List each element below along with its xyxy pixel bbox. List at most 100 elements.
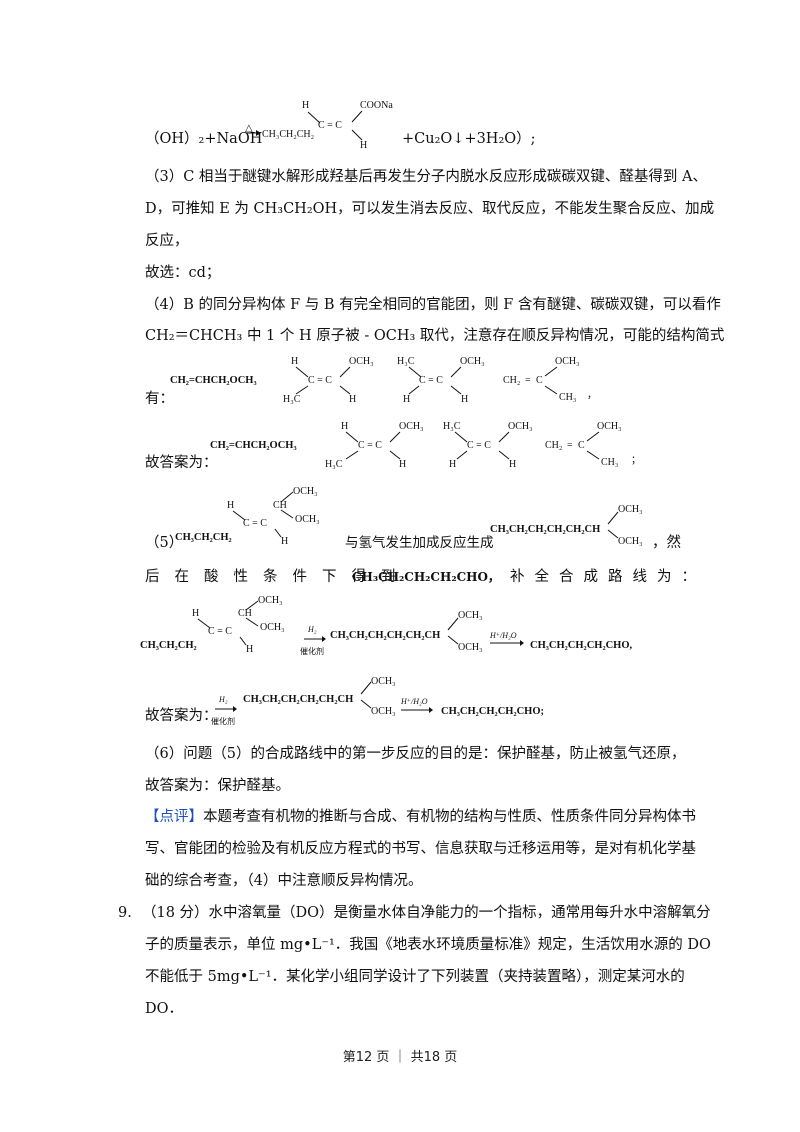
route-och3-a: OCH₃ [258, 595, 283, 606]
p5-ran: ，然 [652, 535, 681, 551]
comment-line2: 写、官能团的检验及有机反应方程式的书写、信息获取与迁移运用等，是对有机化学基 [145, 841, 696, 857]
p4-a-s3-och3: OCH₃ [508, 421, 533, 432]
p4-s2-ceqc: C = C [308, 375, 332, 386]
comment-line1: 【点评】本题考查有机物的推断与合成、有机物的结构与性质、性质条件同分异构体书 [145, 806, 696, 828]
p4-s1: CH₂=CHCH₂OCH₃ [170, 375, 257, 386]
route-ch: CH [238, 608, 252, 619]
p4-a-s2-h3c: H₃C [325, 459, 343, 470]
p4-s2-och3: OCH₃ [349, 356, 374, 367]
comment-text1: 本题考查有机物的推断与合成、有机物的结构与性质、性质条件同分异构体书 [203, 809, 696, 825]
p4-a-s3-h1: H [449, 459, 456, 470]
p4-s2-h: H [291, 356, 298, 367]
q9-num: 9. [118, 905, 132, 921]
eq2-h-top: H [302, 100, 309, 111]
p4-line2: CH₂＝CHCH₃ 中 1 个 H 原子被 - OCH₃ 取代，注意存在顺反异构… [145, 328, 725, 344]
p5-prod-och3-b: OCH₃ [618, 536, 643, 547]
p5-reactant: CH₃CH₂CH₂ H C = C CH OCH₃ OCH₃ H [175, 486, 320, 547]
p4-s4-ch3: CH₃ [559, 392, 576, 403]
p4-s4-ch2: CH₂ [503, 375, 520, 386]
p4-s3-h2: H [461, 394, 468, 405]
p4-s3-h1: H [403, 394, 410, 405]
p4-s3-ceqc: C = C [419, 375, 443, 386]
p5-answer: 故答案为： [145, 708, 218, 724]
p5-num: （5） [145, 535, 184, 551]
p5-product: CH₃CH₂CH₂CH₂CH₂CH OCH₃ OCH₃ [490, 504, 643, 547]
eq2-coona: COONa [360, 100, 393, 111]
p5-answer-route: H₂ 催化剂 CH₃CH₂CH₂CH₂CH₂CH OCH₃ OCH₃ H⁺/H₂… [211, 676, 544, 726]
p5-mid: 与氢气发生加成反应生成 [345, 535, 494, 551]
route-h2: H [246, 644, 253, 655]
q9-line2: 子的质量表示，单位 mg•L⁻¹．我国《地表水环境质量标准》规定，生活饮用水源的… [145, 937, 711, 953]
p3-line3: 反应， [145, 233, 189, 249]
route-product: CH₃CH₂CH₂CH₂CH₂CH [330, 630, 440, 641]
ans-och3-a: OCH₃ [371, 676, 396, 687]
ans-acid: H⁺/H₂O [400, 697, 428, 706]
p4-a-s2-och3: OCH₃ [399, 421, 424, 432]
route-chain: CH₃CH₂CH₂ [140, 640, 197, 651]
p4-comma: ， [587, 390, 597, 401]
eq2-arrow-cond: △ [245, 123, 253, 134]
p4-s3-h3c: H₃C [397, 356, 415, 367]
q9-line4: DO． [145, 1001, 184, 1017]
ans-product: CH₃CH₂CH₂CH₂CH₂CH [243, 694, 353, 705]
p4-s3-och3: OCH₃ [460, 356, 485, 367]
p4-a-s4-ch2: CH₂ [545, 440, 562, 451]
p5-line2c: 补全合成路线为： [510, 569, 706, 585]
route-final: CH₃CH₂CH₂CH₂CHO, [530, 640, 633, 651]
p3-line4: 故选：cd； [145, 265, 221, 281]
p3-line1: （3）C 相当于醚键水解形成羟基后再发生分子内脱水反应形成碳碳双键、醛基得到 A… [145, 169, 708, 185]
q9-line3: 不能低于 5mg•L⁻¹．某化学小组同学设计了下列装置（夹持装置略），测定某河水… [145, 969, 685, 985]
svg-text:=: = [567, 440, 573, 451]
p5-product-text: CH₃CH₂CH₂CH₂CH₂CH [490, 524, 600, 535]
p5-line2b: CH₃CH₂CH₂CH₂CHO， [352, 570, 500, 584]
p5-ceqc: C = C [243, 518, 267, 529]
p5-prod-och3-a: OCH₃ [618, 504, 643, 515]
p4-a-s2-h: H [341, 421, 348, 432]
svg-text:=: = [525, 375, 531, 386]
p5-chain: CH₃CH₂CH₂ [175, 532, 232, 543]
p4-have: 有： [145, 391, 174, 407]
p4-a-s1: CH₂=CHCH₂OCH₃ [210, 440, 297, 451]
svg-text:C: C [578, 440, 585, 451]
p5-route: CH₃CH₂CH₂ H C = C CH OCH₃ OCH₃ H H₂ 催化剂 … [140, 595, 633, 656]
p4-s4-och3: OCH₃ [555, 356, 580, 367]
p4-line1: （4）B 的同分异构体 F 与 B 有完全相同的官能团，则 F 含有醚键、碳碳双… [145, 297, 721, 313]
p4-a-s3-ceqc: C = C [467, 440, 491, 451]
p5-line2a: 后在酸性条件下得到 [145, 569, 411, 585]
p5-h2: H [281, 536, 288, 547]
p4-semicolon: ； [631, 455, 641, 466]
svg-text:C: C [536, 375, 543, 386]
route-och3-b: OCH₃ [260, 622, 285, 633]
route-cat: 催化剂 [300, 646, 324, 656]
route-prod-och3-a: OCH₃ [458, 610, 483, 621]
p4-a-s3-h2: H [509, 459, 516, 470]
eq2-rhs: +Cu₂O↓+3H₂O）; [402, 131, 536, 147]
ans-och3-b: OCH₃ [371, 706, 396, 717]
p4-a-s2-ceqc: C = C [358, 440, 382, 451]
ans-h2: H₂ [218, 695, 228, 704]
p5-ch: CH [273, 500, 287, 511]
p4-structures-row2: CH₂=CHCH₂OCH₃ H C = C OCH₃ H₃C H H₃C C =… [210, 421, 641, 470]
p4-a-s4-ch3: CH₃ [601, 457, 618, 468]
p5-h1: H [227, 500, 234, 511]
p5-och3-a: OCH₃ [293, 486, 318, 497]
route-acid: H⁺/H₂O [489, 631, 517, 640]
q9-line1: （18 分）水中溶氧量（DO）是衡量水体自净能力的一个指标，通常用每升水中溶解氧… [142, 905, 711, 921]
page-footer: 第12 页 ｜ 共18 页 [342, 1050, 458, 1065]
p4-structures-row1: CH₂=CHCH₂OCH₃ H C = C OCH₃ H₃C H H₃C C =… [170, 356, 597, 405]
p6-line1: （6）问题（5）的合成路线中的第一步反应的目的是：保护醛基，防止被氢气还原， [145, 746, 686, 762]
p4-answer: 故答案为： [145, 455, 218, 471]
comment-line3: 础的综合考查，（4）中注意顺反异构情况。 [145, 873, 423, 889]
route-prod-och3-b: OCH₃ [458, 642, 483, 653]
comment-tag: 【点评】 [145, 809, 203, 825]
ans-final: CH₃CH₂CH₂CH₂CHO; [441, 706, 544, 717]
eq2-ceq: C = C [318, 120, 342, 131]
route-ceqc: C = C [208, 626, 232, 637]
p6-line2: 故答案为：保护醛基。 [145, 778, 290, 794]
ans-cat: 催化剂 [211, 716, 235, 726]
p4-s2-h2: H [349, 394, 356, 405]
eq2-structure: CH₃CH₂CH₂ H C = C COONa H [246, 100, 393, 151]
p4-s2-h3c: H₃C [283, 394, 301, 405]
p3-line2: D，可推知 E 为 CH₃CH₂OH，可以发生消去反应、取代反应，不能发生聚合反… [145, 201, 715, 217]
p4-a-s3-h3c: H₃C [443, 421, 461, 432]
